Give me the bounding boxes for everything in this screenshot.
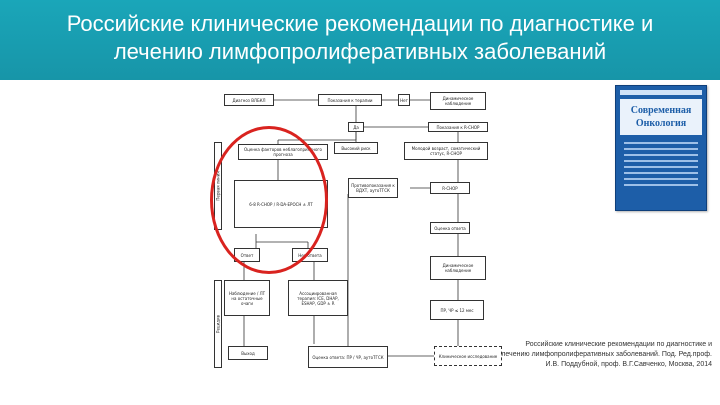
flow-regimen: 6-8 R-CHOP / R-DA-EPOCH ± ЛТ: [234, 180, 328, 228]
flow-high-risk: Высокий риск: [334, 142, 378, 154]
book-top-strip: [620, 90, 702, 95]
flow-side-first-line-label: Первая линия: [215, 171, 221, 201]
flow-autotransplant: Оценка ответа: ПР / ЧР, аутоТГСК: [308, 346, 388, 368]
flow-pr-cr: ПР, ЧР ≤ 12 мес: [430, 300, 484, 320]
book-text-lines: [624, 142, 698, 190]
flow-yes: Да: [348, 122, 364, 132]
flow-rchop: R-CHOP: [430, 182, 470, 194]
flow-side-relapse-label: Рецидив: [215, 315, 221, 333]
flow-contraindications: Противопоказания к ВДХТ, аутоТГСК: [348, 178, 398, 198]
flow-response-eval: Оценка ответа: [430, 222, 470, 234]
flow-no-response: Нет ответа: [292, 248, 328, 262]
flow-diagnosis: Диагноз ВЛБКЛ: [224, 94, 274, 106]
source-caption: Российские клинические рекомендации по д…: [501, 341, 712, 368]
flow-no: Нет: [398, 94, 410, 106]
flow-exit: Выход: [228, 346, 268, 360]
flow-indications: Показания к терапии: [318, 94, 382, 106]
flow-observation-top: Динамическое наблюдение: [430, 92, 486, 110]
book-cover-image: Современная Онкология: [615, 85, 707, 211]
flow-risk-assessment: Оценка факторов неблагоприятного прогноз…: [238, 144, 328, 160]
flow-response: Ответ: [234, 248, 260, 262]
flowchart-connectors: [243, 99, 459, 357]
flow-rchop-indication: Показания к R-CHOP: [428, 122, 488, 132]
slide-title: Российские клинические рекомендации по д…: [66, 11, 654, 64]
slide-header: Российские клинические рекомендации по д…: [0, 0, 720, 80]
flow-salvage-therapy: Ассоциированная терапия: ICE, DHAP, ESHA…: [288, 280, 348, 316]
treatment-flowchart: Диагноз ВЛБКЛ Показания к терапии Нет Ди…: [208, 84, 510, 402]
flow-observation-right: Динамическое наблюдение: [430, 256, 486, 280]
flow-side-relapse: Рецидив: [214, 280, 222, 368]
book-title: Современная Онкология: [620, 99, 702, 135]
flow-observation-left: Наблюдение / ЛТ на остаточные очаги: [224, 280, 270, 316]
flow-side-first-line: Первая линия: [214, 142, 222, 230]
flow-clinical-trial: Клиническое исследование: [434, 346, 502, 366]
flow-young-age: Молодой возраст, соматический статус, R-…: [404, 142, 488, 160]
